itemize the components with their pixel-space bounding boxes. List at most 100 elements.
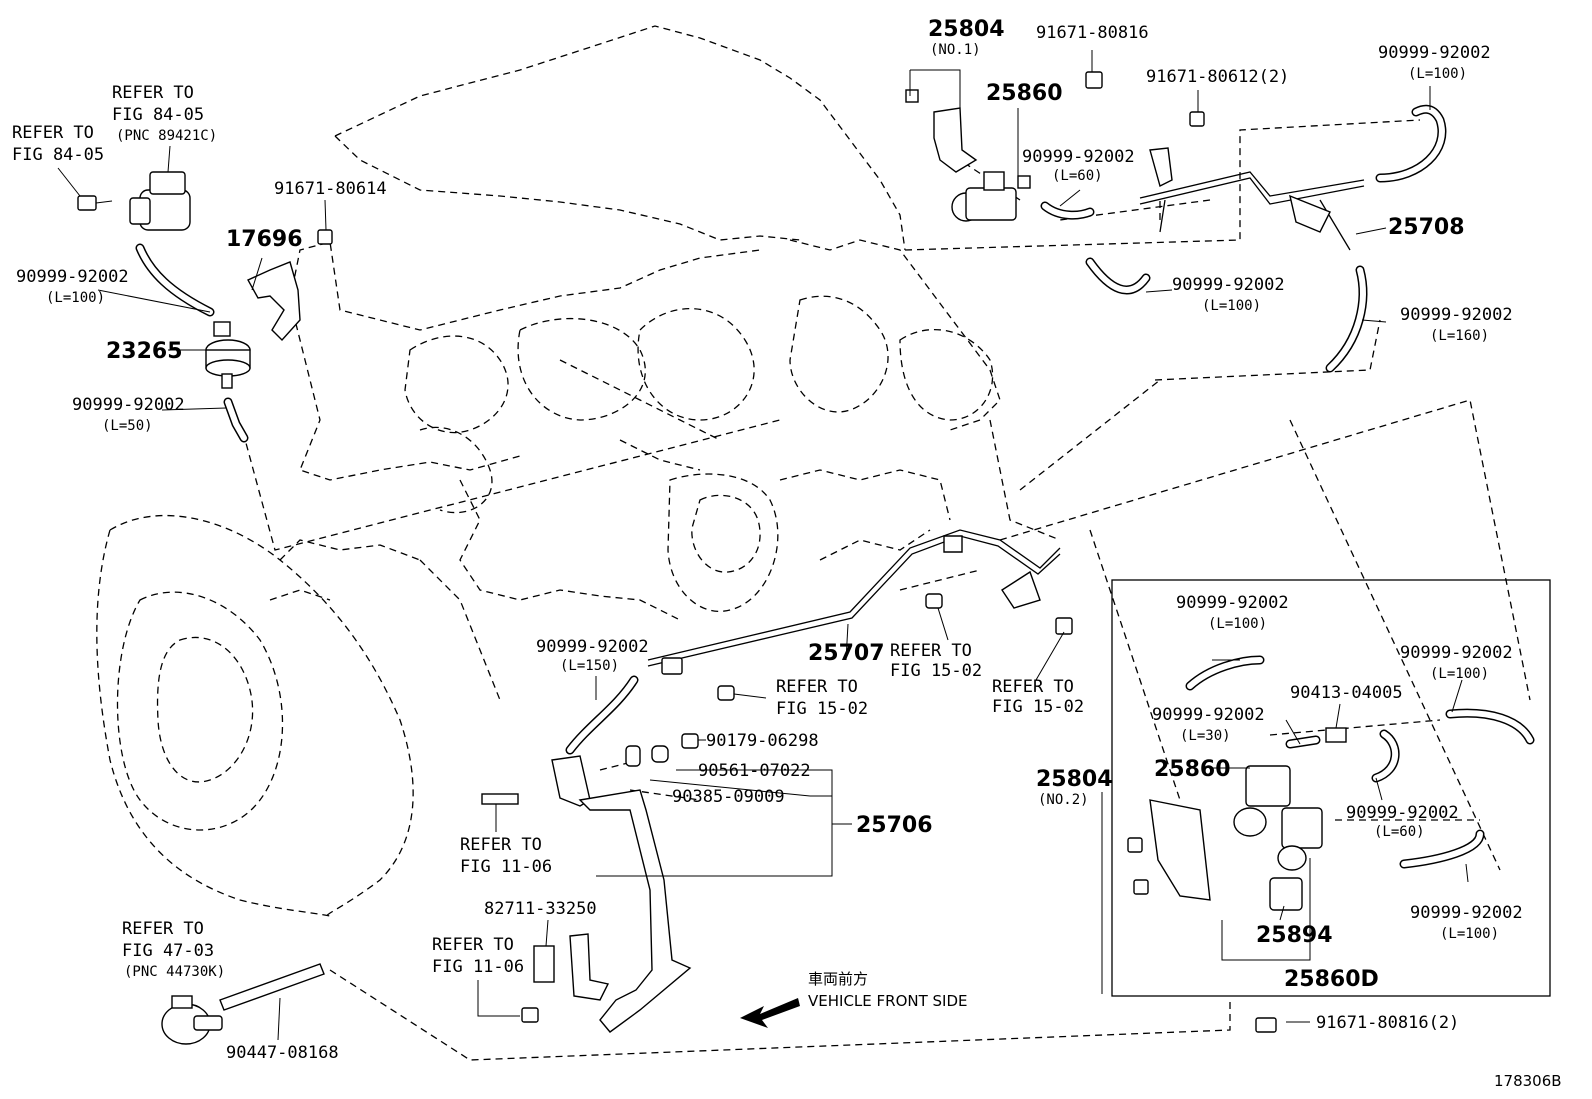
box-part-25804-no2-number: 25804 bbox=[1036, 767, 1113, 792]
box-hose-l100-a-number: 90999-92002 bbox=[1176, 593, 1289, 613]
part-90179-06298: 90179-06298 bbox=[706, 731, 819, 751]
refer-15-02-c-line1: REFER TO bbox=[992, 677, 1074, 697]
connection-lines bbox=[242, 119, 1531, 1061]
detail-box-parts bbox=[1127, 655, 1535, 1033]
transmission-outline bbox=[96, 514, 501, 917]
part-hose-l150: 90999-92002 (L=150) bbox=[536, 637, 649, 674]
box-part-25804-no2-sub: (NO.2) bbox=[1038, 792, 1089, 808]
part-90385-09009: 90385-09009 bbox=[672, 787, 785, 807]
bolt-glyph-tl bbox=[77, 195, 113, 211]
refer-47-03-line1: REFER TO bbox=[122, 919, 204, 939]
part-hose-l100-left-length: (L=100) bbox=[46, 290, 105, 306]
box-hose-l100-a: 90999-92002 (L=100) bbox=[1176, 593, 1289, 632]
refer-84-05-b-line1: REFER TO bbox=[112, 83, 194, 103]
part-hose-l100-topright-number: 90999-92002 bbox=[1378, 43, 1491, 63]
refer-11-06-b: REFER TO FIG 11-06 bbox=[432, 935, 524, 977]
pipe-25707-glyph bbox=[647, 529, 1061, 675]
leader-lines bbox=[57, 50, 1469, 1041]
box-hose-l60-number: 90999-92002 bbox=[1346, 803, 1459, 823]
box-part-25860d: 25860D bbox=[1284, 967, 1379, 992]
box-hose-l30: 90999-92002 (L=30) bbox=[1152, 705, 1265, 744]
part-hose-l100-mid-number: 90999-92002 bbox=[1172, 275, 1285, 295]
refer-15-02-b-line1: REFER TO bbox=[776, 677, 858, 697]
refer-15-02-c: REFER TO FIG 15-02 bbox=[992, 677, 1084, 717]
refer-47-03-line3: (PNC 44730K) bbox=[124, 964, 225, 980]
engine-outline bbox=[289, 25, 1001, 621]
vsv-25860-top-glyph bbox=[951, 171, 1031, 222]
refer-84-05-b: REFER TO FIG 84-05 (PNC 89421C) bbox=[112, 83, 217, 144]
hose-l100-left-glyph bbox=[135, 243, 215, 317]
direction-en: VEHICLE FRONT SIDE bbox=[808, 992, 968, 1010]
part-90447-08168: 90447-08168 bbox=[226, 1043, 339, 1063]
part-25706: 25706 bbox=[856, 813, 933, 838]
refer-15-02-c-line2: FIG 15-02 bbox=[992, 697, 1084, 717]
refer-11-06-b-line2: FIG 11-06 bbox=[432, 957, 524, 977]
box-hose-l100-b: 90999-92002 (L=100) bbox=[1400, 643, 1513, 682]
box-hose-l60: 90999-92002 (L=60) bbox=[1346, 803, 1459, 840]
part-hose-l160-length: (L=160) bbox=[1430, 328, 1489, 344]
refer-47-03: REFER TO FIG 47-03 (PNC 44730K) bbox=[122, 919, 225, 980]
part-hose-l100-topright: 90999-92002 (L=100) bbox=[1378, 43, 1491, 82]
refer-15-02-a: REFER TO FIG 15-02 bbox=[890, 641, 982, 681]
part-hose-l100-topright-length: (L=100) bbox=[1408, 66, 1467, 82]
part-17696: 17696 bbox=[226, 227, 303, 252]
direction-jp: 車両前方 bbox=[808, 970, 868, 988]
part-25804-no1-sub: (NO.1) bbox=[930, 42, 981, 58]
box-hose-l100-a-length: (L=100) bbox=[1208, 616, 1267, 632]
part-91671-80614: 91671-80614 bbox=[274, 179, 387, 199]
refer-bolts-glyph bbox=[625, 593, 1073, 767]
part-hose-l160: 90999-92002 (L=160) bbox=[1400, 305, 1513, 344]
box-part-25804-no2: 25804 (NO.2) bbox=[1036, 767, 1113, 808]
box-hose-l100-b-number: 90999-92002 bbox=[1400, 643, 1513, 663]
part-25804-no1: 25804 (NO.1) bbox=[928, 17, 1005, 58]
part-25860-top: 25860 bbox=[986, 81, 1063, 106]
part-hose-l160-number: 90999-92002 bbox=[1400, 305, 1513, 325]
part-hose-l100-mid-length: (L=100) bbox=[1202, 298, 1261, 314]
part-82711-33250: 82711-33250 bbox=[484, 899, 597, 919]
refer-11-06-a-line1: REFER TO bbox=[460, 835, 542, 855]
box-hose-l60-length: (L=60) bbox=[1374, 824, 1425, 840]
hose-l50-glyph bbox=[223, 397, 249, 443]
refer-84-05-a-line1: REFER TO bbox=[12, 123, 94, 143]
refer-15-02-b: REFER TO FIG 15-02 bbox=[776, 677, 868, 719]
figure-id: 178306B bbox=[1494, 1072, 1562, 1090]
refer-11-06-b-line1: REFER TO bbox=[432, 935, 514, 955]
refer-84-05-b-line2: FIG 84-05 bbox=[112, 105, 204, 125]
refer-15-02-a-line2: FIG 15-02 bbox=[890, 661, 982, 681]
bolt-91671-80816-top-glyph bbox=[1085, 71, 1103, 89]
box-part-90413-04005: 90413-04005 bbox=[1290, 683, 1403, 703]
refer-47-03-line2: FIG 47-03 bbox=[122, 941, 214, 961]
box-hose-l30-number: 90999-92002 bbox=[1152, 705, 1265, 725]
box-hose-l100-b-length: (L=100) bbox=[1430, 666, 1489, 682]
bolt-91671-80612-glyph bbox=[1189, 111, 1205, 127]
refer-15-02-b-line2: FIG 15-02 bbox=[776, 699, 868, 719]
part-hose-l100-left: 90999-92002 (L=100) bbox=[16, 267, 129, 306]
pipe-25708-glyph bbox=[1139, 147, 1365, 251]
part-hose-l60-top-length: (L=60) bbox=[1052, 168, 1103, 184]
shaft-90447-glyph bbox=[161, 963, 325, 1045]
box-part-25860: 25860 bbox=[1154, 757, 1231, 782]
refer-11-06-a: REFER TO FIG 11-06 bbox=[460, 835, 552, 877]
box-hose-l100-c: 90999-92002 (L=100) bbox=[1410, 903, 1523, 942]
direction-arrow bbox=[740, 998, 800, 1028]
hose-l150-glyph bbox=[565, 675, 639, 755]
part-91671-80816-top: 91671-80816 bbox=[1036, 23, 1149, 43]
box-hose-l100-c-length: (L=100) bbox=[1440, 926, 1499, 942]
part-hose-l100-mid: 90999-92002 (L=100) bbox=[1172, 275, 1285, 314]
part-hose-l50: 90999-92002 (L=50) bbox=[72, 395, 185, 434]
box-hose-l30-length: (L=30) bbox=[1180, 728, 1231, 744]
refer-15-02-a-line1: REFER TO bbox=[890, 641, 972, 661]
bracket-25804-no1-glyph bbox=[905, 89, 978, 173]
refer-84-05-a: REFER TO FIG 84-05 bbox=[12, 123, 104, 165]
refer-84-05-a-line2: FIG 84-05 bbox=[12, 145, 104, 165]
part-hose-l50-length: (L=50) bbox=[102, 418, 153, 434]
box-hose-l100-c-number: 90999-92002 bbox=[1410, 903, 1523, 923]
part-25707: 25707 bbox=[808, 641, 885, 666]
part-25708: 25708 bbox=[1388, 215, 1465, 240]
part-23265: 23265 bbox=[106, 339, 183, 364]
map-sensor-89421c bbox=[129, 171, 191, 231]
part-hose-l60-top: 90999-92002 (L=60) bbox=[1022, 147, 1135, 184]
part-90561-07022: 90561-07022 bbox=[698, 761, 811, 781]
part-91671-80816-bottom: 91671-80816(2) bbox=[1316, 1013, 1459, 1033]
